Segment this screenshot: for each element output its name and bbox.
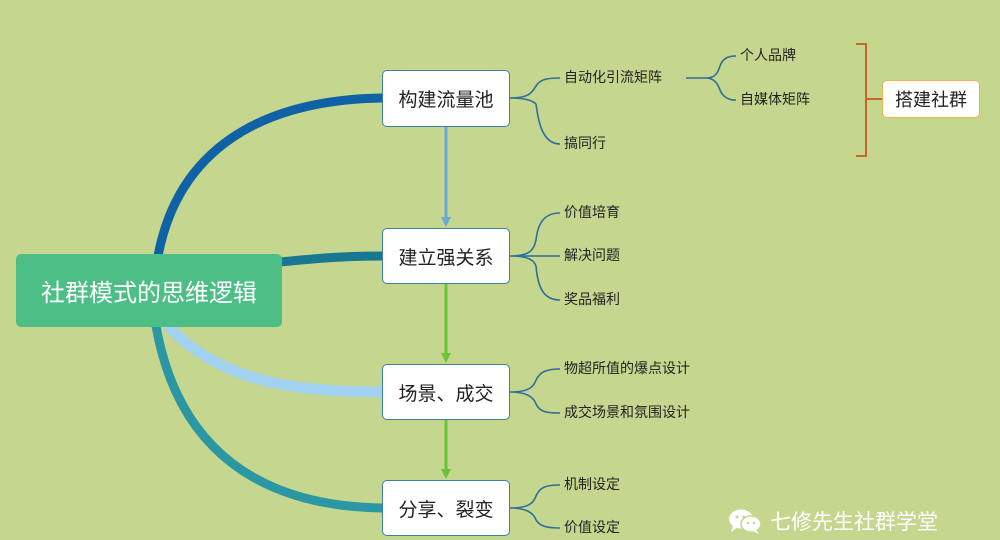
connector-node-4 [509, 484, 561, 529]
node-build-traffic-pool[interactable]: 构建流量池 [382, 70, 510, 127]
leaf-item[interactable]: 搞同行 [564, 136, 606, 152]
node-label: 分享、裂变 [398, 498, 494, 521]
leaf-item[interactable]: 价值设定 [564, 520, 620, 536]
bracket-icon [856, 43, 882, 157]
node-scene-conversion[interactable]: 场景、成交 [382, 364, 510, 420]
node-label: 建立强关系 [398, 246, 494, 269]
node-label: 构建流量池 [398, 89, 494, 111]
wechat-icon [729, 509, 762, 534]
branch-line-2 [275, 251, 387, 267]
leaf-item[interactable]: 机制设定 [564, 477, 620, 493]
leaf-item[interactable]: 解决问题 [564, 248, 620, 264]
leaf-item[interactable]: 物超所值的爆点设计 [564, 361, 690, 377]
leaf-item[interactable]: 自动化引流矩阵 [564, 70, 662, 86]
node-label: 场景、成交 [398, 382, 494, 405]
sub-leaf-item[interactable]: 自媒体矩阵 [740, 92, 810, 108]
leaf-item[interactable]: 成交场景和氛围设计 [564, 405, 690, 421]
leaf-item[interactable]: 价值培育 [564, 205, 620, 221]
summary-label: 搭建社群 [895, 90, 967, 111]
root-node[interactable]: 社群模式的思维逻辑 [16, 254, 282, 327]
watermark: 七修先生社群学堂 [728, 506, 938, 536]
sub-leaf-item[interactable]: 个人品牌 [740, 48, 796, 64]
connector-node-2 [509, 212, 561, 301]
connector-node-3 [509, 368, 561, 414]
branch-line-4 [151, 321, 387, 513]
node-share-fission[interactable]: 分享、裂变 [382, 480, 510, 536]
connector-node-1 [509, 77, 561, 145]
leaf-item[interactable]: 奖品福利 [564, 292, 620, 308]
summary-box[interactable]: 搭建社群 [882, 80, 980, 118]
connector-sub-branch [686, 55, 737, 101]
root-label: 社群模式的思维逻辑 [41, 279, 257, 307]
watermark-text: 七修先生社群学堂 [770, 510, 938, 534]
branch-line-1 [153, 93, 387, 261]
branch-line-3 [164, 322, 388, 398]
node-build-strong-relationship[interactable]: 建立强关系 [382, 228, 510, 284]
